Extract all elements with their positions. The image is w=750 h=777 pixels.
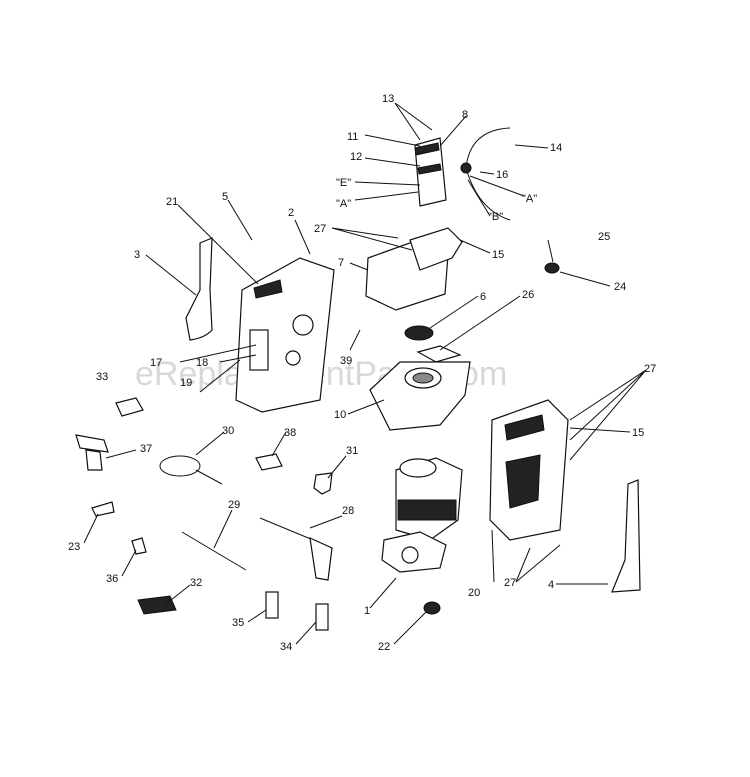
callout-20: 20 (468, 587, 480, 599)
callout-39: 39 (340, 355, 352, 367)
callout-37: 37 (140, 443, 152, 455)
callout-B: "B" (488, 211, 503, 223)
callout-15-right: 15 (632, 427, 644, 439)
callout-7: 7 (338, 257, 344, 269)
part-1-motor (381, 457, 463, 573)
part-10-base (369, 361, 471, 431)
callout-26: 26 (522, 289, 534, 301)
callout-19: 19 (180, 377, 192, 389)
part-28-gun (259, 517, 333, 581)
part-33-clip (115, 397, 144, 417)
part-34-tube (315, 603, 329, 631)
callout-3: 3 (134, 249, 140, 261)
part-29-wand (181, 531, 247, 571)
callout-36: 36 (106, 573, 118, 585)
part-6-filter (404, 325, 434, 341)
callout-8: 8 (462, 109, 468, 121)
callout-32: 32 (190, 577, 202, 589)
callout-35: 35 (232, 617, 244, 629)
part-23-tip (91, 501, 115, 517)
callout-E: "E" (336, 177, 351, 189)
callout-31: 31 (346, 445, 358, 457)
part-3-side-panel (185, 237, 213, 341)
callout-5: 5 (222, 191, 228, 203)
callout-A-right: "A" (522, 193, 537, 205)
part-13-bracket (414, 137, 447, 207)
callout-25: 25 (598, 231, 610, 243)
part-37-nozzle (75, 434, 109, 471)
callout-27-bottom: 27 (504, 577, 516, 589)
callout-23: 23 (68, 541, 80, 553)
callout-2: 2 (288, 207, 294, 219)
part-24-cap (544, 262, 560, 274)
callout-28: 28 (342, 505, 354, 517)
callout-15-top: 15 (492, 249, 504, 261)
callout-38: 38 (284, 427, 296, 439)
callout-12: 12 (350, 151, 362, 163)
part-36-tip (131, 537, 147, 555)
callout-4: 4 (548, 579, 554, 591)
callout-21: 21 (166, 196, 178, 208)
callout-34: 34 (280, 641, 292, 653)
callout-10: 10 (334, 409, 346, 421)
part-35-tube (265, 591, 279, 619)
callout-33: 33 (96, 371, 108, 383)
leader-lines (83, 102, 647, 645)
callout-14: 14 (550, 142, 562, 154)
part-14-hose (460, 127, 511, 221)
callout-18: 18 (196, 357, 208, 369)
callout-27-right: 27 (644, 363, 656, 375)
part-20-right-housing (489, 399, 569, 541)
callout-13: 13 (382, 93, 394, 105)
callout-17: 17 (150, 357, 162, 369)
callout-22: 22 (378, 641, 390, 653)
callout-6: 6 (480, 291, 486, 303)
callout-27-top: 27 (314, 223, 326, 235)
part-30-hose-coil (159, 455, 223, 485)
part-21-left-housing (235, 257, 335, 413)
part-32-brush (137, 595, 177, 615)
part-38-clip (255, 453, 283, 471)
callout-29: 29 (228, 499, 240, 511)
part-31-cap (313, 472, 333, 495)
callout-A-left: "A" (336, 198, 351, 210)
callout-24: 24 (614, 281, 626, 293)
callout-labels: 13 8 11 14 12 16 "E" "A" "B" "A" 21 5 2 … (68, 93, 656, 653)
part-4-side-panel (611, 479, 641, 593)
callout-16: 16 (496, 169, 508, 181)
part-7-tank (365, 227, 463, 311)
callout-1: 1 (364, 605, 370, 617)
callout-30: 30 (222, 425, 234, 437)
part-22-fitting (423, 601, 441, 615)
callout-11: 11 (347, 131, 358, 143)
part-26-gasket (416, 345, 462, 363)
